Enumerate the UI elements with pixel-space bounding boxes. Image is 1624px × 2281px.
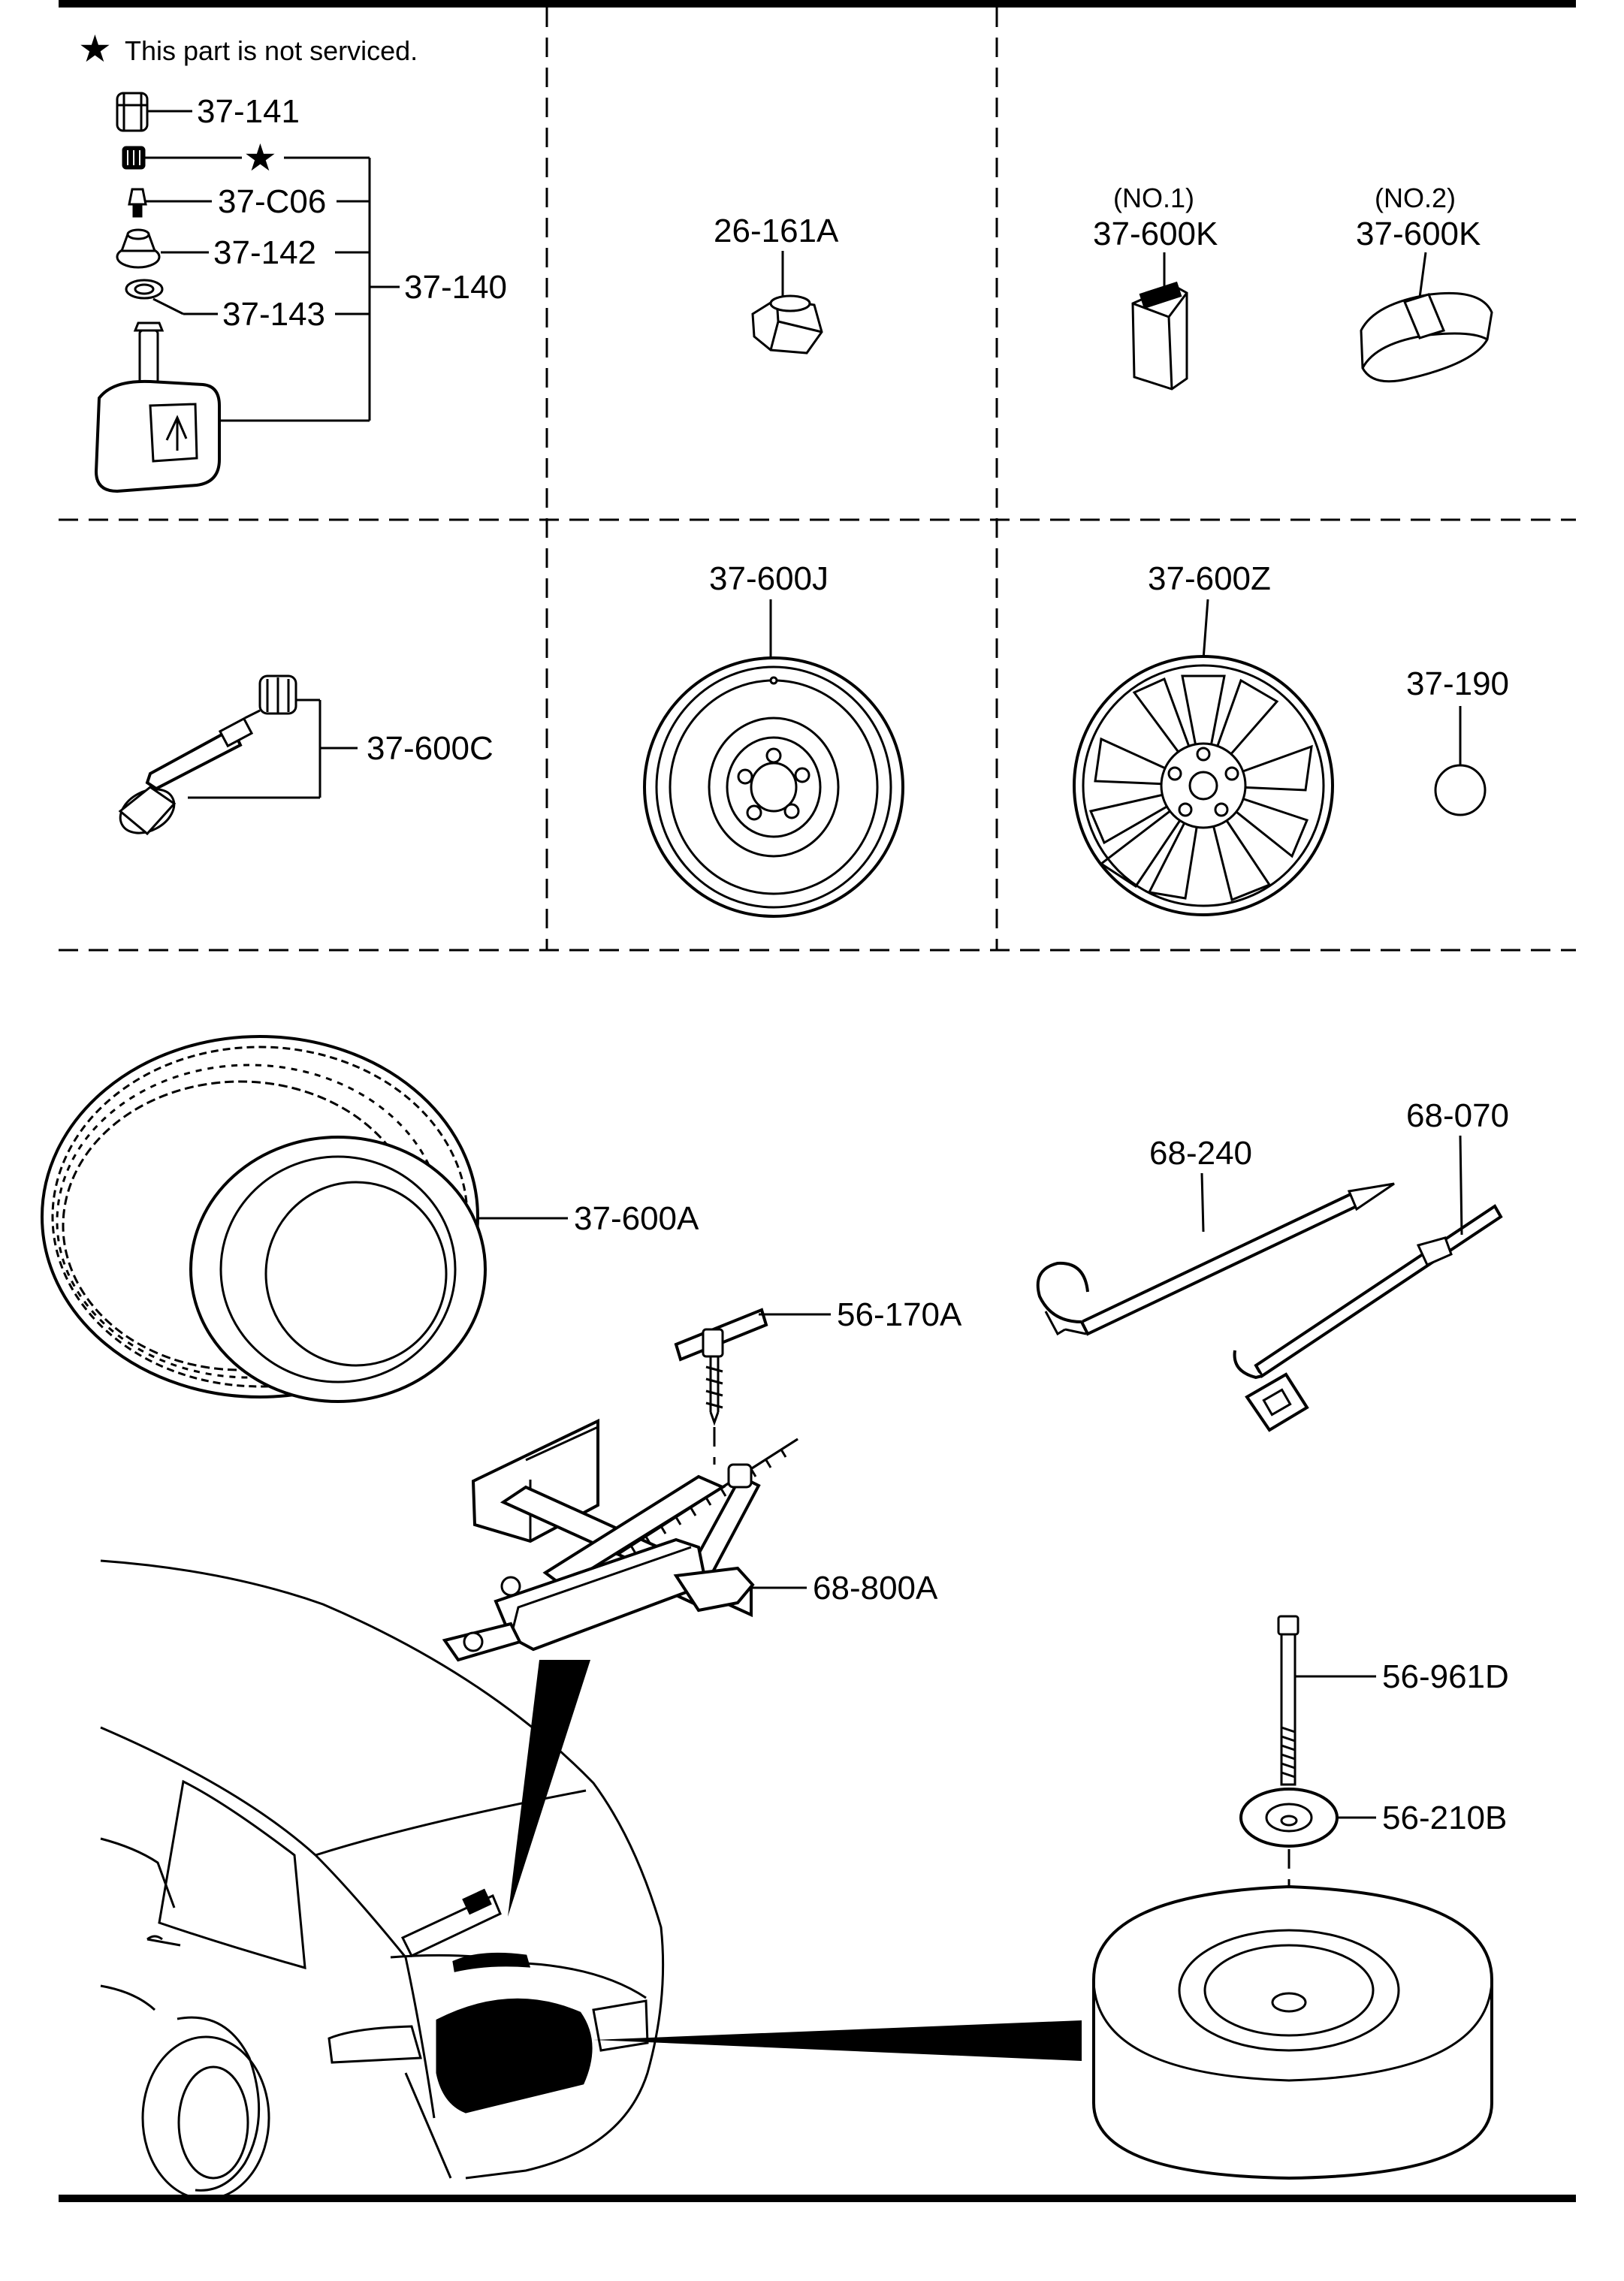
tpms-cell: ★ This part is not serviced. 37-141 ★ 37… bbox=[78, 28, 507, 493]
callout-37-600J: 37-600J bbox=[709, 560, 829, 597]
grommet-icon bbox=[116, 228, 161, 269]
callout-37-190: 37-190 bbox=[1406, 665, 1509, 702]
note-star-icon: ★ bbox=[78, 28, 112, 70]
valve-cap-icon-2 bbox=[258, 674, 297, 715]
vehicle-rear-icon bbox=[100, 1559, 665, 2201]
steel-wheel-cell: 37-600J bbox=[643, 560, 904, 918]
jack-handle-icon bbox=[674, 1308, 768, 1465]
tire-icon bbox=[41, 1035, 487, 1403]
weight-no1-icon bbox=[1131, 281, 1188, 391]
weight-1-qualifier: (NO.1) bbox=[1113, 183, 1194, 213]
callout-26-161A: 26-161A bbox=[714, 213, 839, 249]
callout-37-142: 37-142 bbox=[213, 234, 316, 271]
valve-cell: 37-600C bbox=[118, 674, 494, 836]
snap-in-valve-icon bbox=[118, 709, 261, 836]
callout-37-143: 37-143 bbox=[222, 296, 325, 333]
weight-2-qualifier: (NO.2) bbox=[1375, 183, 1456, 213]
lug-nut-icon bbox=[751, 294, 823, 355]
jack-location-pointer bbox=[508, 1660, 590, 1917]
star-icon: ★ bbox=[243, 137, 277, 179]
callout-37-600K-no2: 37-600K bbox=[1356, 216, 1481, 252]
scissor-jack-icon bbox=[442, 1418, 798, 1662]
callout-37-600K-no1: 37-600K bbox=[1093, 216, 1218, 252]
washer-icon bbox=[125, 279, 164, 300]
lug-wrench-icon bbox=[1233, 1204, 1503, 1432]
callout-56-961D: 56-961D bbox=[1382, 1658, 1509, 1695]
callout-37-C06: 37-C06 bbox=[218, 183, 326, 220]
valve-stem-icon bbox=[128, 188, 147, 218]
lug-nut-cell: 26-161A bbox=[714, 213, 839, 355]
callout-68-240: 68-240 bbox=[1149, 1135, 1252, 1172]
jack-bar-icon bbox=[1036, 1182, 1395, 1336]
top-rule bbox=[59, 0, 1576, 8]
callout-37-600C: 37-600C bbox=[367, 730, 494, 767]
weight-no2-icon bbox=[1360, 291, 1493, 383]
spare-location-pointer bbox=[593, 2020, 1082, 2061]
tpms-sensor-icon bbox=[94, 321, 221, 493]
callout-37-141: 37-141 bbox=[197, 93, 300, 130]
spare-tire-icon bbox=[1092, 1884, 1493, 2180]
callout-68-070: 68-070 bbox=[1406, 1097, 1509, 1134]
valve-core-icon bbox=[122, 146, 146, 170]
steel-wheel-icon bbox=[643, 656, 904, 918]
callout-37-600Z: 37-600Z bbox=[1148, 560, 1271, 597]
group-label-37-140: 37-140 bbox=[404, 269, 507, 306]
callout-68-800A: 68-800A bbox=[813, 1570, 938, 1607]
hold-down-washer-icon bbox=[1239, 1788, 1339, 1848]
callout-37-600A: 37-600A bbox=[574, 1200, 699, 1237]
hold-down-bolt-icon bbox=[1277, 1615, 1300, 1786]
alloy-wheel-cell: 37-600Z 37-190 bbox=[1073, 560, 1509, 916]
bottom-rule bbox=[59, 2195, 1576, 2202]
callout-56-210B: 56-210B bbox=[1382, 1800, 1507, 1836]
callout-56-170A: 56-170A bbox=[837, 1296, 962, 1333]
alloy-wheel-icon bbox=[1073, 655, 1334, 916]
valve-cap-icon bbox=[116, 92, 149, 132]
weights-cell: (NO.1) 37-600K (NO.2) 37-600K bbox=[1093, 183, 1493, 391]
lower-section: 37-600A 56-170A bbox=[41, 1035, 1509, 2201]
not-serviced-note: This part is not serviced. bbox=[125, 35, 418, 66]
emblem-icon bbox=[1434, 764, 1487, 816]
